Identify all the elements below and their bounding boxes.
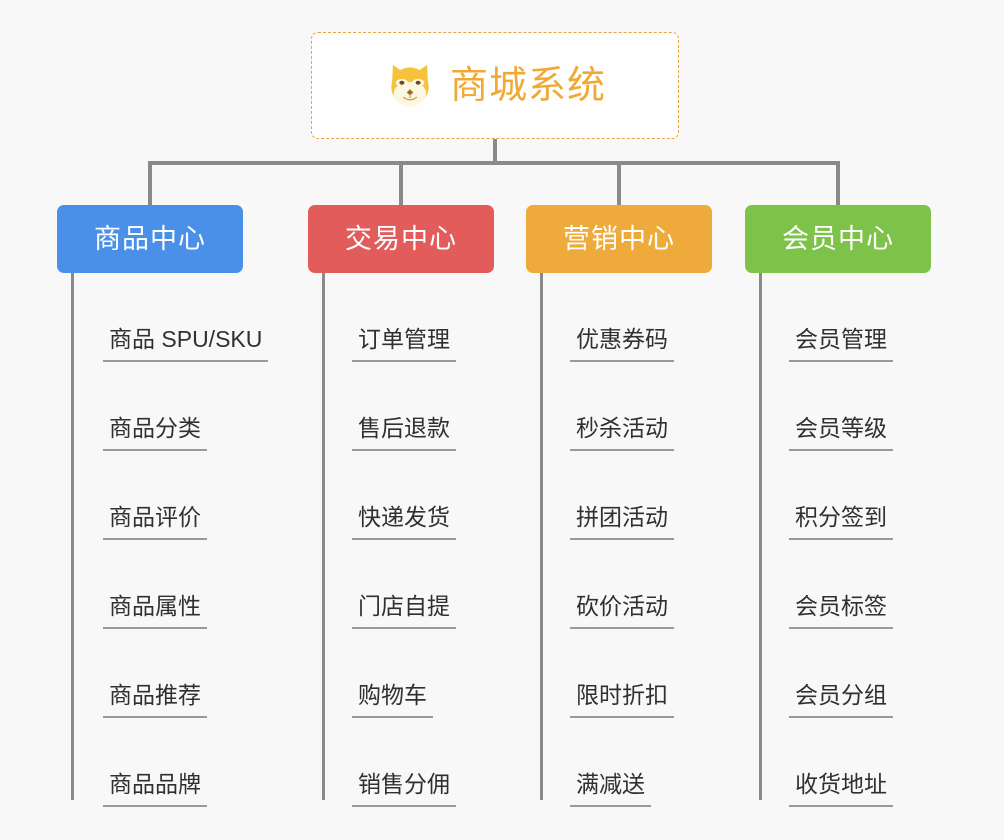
leaf-label: 满减送 — [570, 773, 651, 807]
leaf-label: 门店自提 — [352, 595, 456, 629]
leaf-item[interactable]: 会员管理 — [745, 273, 931, 362]
leaf-label: 商品推荐 — [103, 684, 207, 718]
category-label: 商品中心 — [94, 223, 206, 254]
leaf-label: 收货地址 — [789, 773, 893, 807]
leaf-list-member-center: 会员管理 会员等级 积分签到 会员标签 会员分组 收货地址 — [745, 273, 931, 807]
leaf-item[interactable]: 购物车 — [308, 629, 494, 718]
leaf-label: 会员标签 — [789, 595, 893, 629]
leaf-item[interactable]: 拼团活动 — [526, 451, 712, 540]
leaf-label: 购物车 — [352, 684, 433, 718]
root-title: 商城系统 — [449, 64, 606, 107]
leaf-label: 会员等级 — [789, 417, 893, 451]
leaf-label: 商品品牌 — [103, 773, 207, 807]
leaf-item[interactable]: 会员等级 — [745, 362, 931, 451]
category-label: 营销中心 — [563, 223, 675, 254]
branch-member-center: 会员中心 会员管理 会员等级 积分签到 会员标签 会员分组 收货地址 — [745, 205, 931, 807]
leaf-label: 拼团活动 — [570, 506, 674, 540]
leaf-item[interactable]: 商品属性 — [57, 540, 268, 629]
leaf-item[interactable]: 限时折扣 — [526, 629, 712, 718]
category-header-trade-center[interactable]: 交易中心 — [308, 205, 494, 273]
connector-drop-member-center — [836, 161, 840, 205]
leaf-spine — [759, 273, 762, 800]
leaf-item[interactable]: 秒杀活动 — [526, 362, 712, 451]
leaf-label: 秒杀活动 — [570, 417, 674, 451]
connector-drop-product-center — [148, 161, 152, 205]
leaf-label: 商品分类 — [103, 417, 207, 451]
leaf-label: 限时折扣 — [570, 684, 674, 718]
category-header-member-center[interactable]: 会员中心 — [745, 205, 931, 273]
leaf-item[interactable]: 销售分佣 — [308, 718, 494, 807]
leaf-list-trade-center: 订单管理 售后退款 快递发货 门店自提 购物车 销售分佣 — [308, 273, 494, 807]
leaf-label: 售后退款 — [352, 417, 456, 451]
category-header-product-center[interactable]: 商品中心 — [57, 205, 243, 273]
leaf-label: 优惠券码 — [570, 328, 674, 362]
leaf-item[interactable]: 商品品牌 — [57, 718, 268, 807]
leaf-spine — [540, 273, 543, 800]
leaf-label: 商品 SPU/SKU — [103, 328, 269, 362]
leaf-item[interactable]: 优惠券码 — [526, 273, 712, 362]
leaf-label: 砍价活动 — [570, 595, 674, 629]
leaf-item[interactable]: 会员标签 — [745, 540, 931, 629]
leaf-list-marketing-center: 优惠券码 秒杀活动 拼团活动 砍价活动 限时折扣 满减送 — [526, 273, 712, 807]
leaf-spine — [322, 273, 325, 800]
shiba-dog-face-icon — [391, 64, 429, 106]
leaf-item[interactable]: 快递发货 — [308, 451, 494, 540]
leaf-label: 会员管理 — [789, 328, 893, 362]
leaf-label: 商品评价 — [103, 506, 207, 540]
category-header-marketing-center[interactable]: 营销中心 — [526, 205, 712, 273]
root-node[interactable]: 商城系统 — [311, 32, 679, 139]
branch-trade-center: 交易中心 订单管理 售后退款 快递发货 门店自提 购物车 销售分佣 — [308, 205, 494, 807]
category-label: 交易中心 — [345, 223, 457, 254]
leaf-item[interactable]: 收货地址 — [745, 718, 931, 807]
connector-drop-marketing-center — [617, 161, 621, 205]
leaf-label: 商品属性 — [103, 595, 207, 629]
leaf-item[interactable]: 满减送 — [526, 718, 712, 807]
leaf-label: 销售分佣 — [352, 773, 456, 807]
leaf-item[interactable]: 售后退款 — [308, 362, 494, 451]
leaf-item[interactable]: 门店自提 — [308, 540, 494, 629]
leaf-item[interactable]: 积分签到 — [745, 451, 931, 540]
leaf-label: 会员分组 — [789, 684, 893, 718]
leaf-item[interactable]: 订单管理 — [308, 273, 494, 362]
connector-drop-trade-center — [399, 161, 403, 205]
category-label: 会员中心 — [782, 223, 894, 254]
leaf-list-product-center: 商品 SPU/SKU 商品分类 商品评价 商品属性 商品推荐 商品品牌 — [57, 273, 269, 807]
branch-product-center: 商品中心 商品 SPU/SKU 商品分类 商品评价 商品属性 商品推荐 商品品牌 — [57, 205, 269, 807]
leaf-item[interactable]: 商品 SPU/SKU — [57, 273, 269, 362]
leaf-label: 快递发货 — [352, 506, 456, 540]
leaf-item[interactable]: 商品分类 — [57, 362, 268, 451]
leaf-label: 积分签到 — [789, 506, 893, 540]
branch-marketing-center: 营销中心 优惠券码 秒杀活动 拼团活动 砍价活动 限时折扣 满减送 — [526, 205, 712, 807]
leaf-label: 订单管理 — [352, 328, 456, 362]
leaf-item[interactable]: 会员分组 — [745, 629, 931, 718]
leaf-item[interactable]: 砍价活动 — [526, 540, 712, 629]
leaf-item[interactable]: 商品评价 — [57, 451, 268, 540]
connector-root-stem — [493, 139, 497, 164]
leaf-spine — [71, 273, 74, 800]
connector-horizontal-bus — [148, 161, 840, 165]
leaf-item[interactable]: 商品推荐 — [57, 629, 268, 718]
